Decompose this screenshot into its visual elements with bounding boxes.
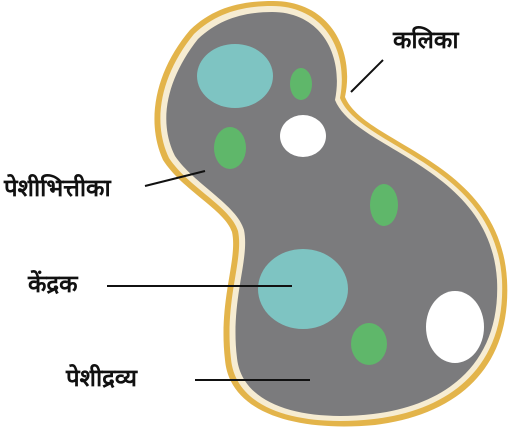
white-vacuole <box>280 115 326 157</box>
green-vacuole <box>370 184 398 226</box>
nucleus-label: केंद्रक <box>28 272 78 296</box>
green-vacuole <box>351 323 387 365</box>
green-vacuole <box>214 127 246 169</box>
nucleus <box>258 249 348 329</box>
cytoplasm-label: पेशीद्रव्य <box>66 366 137 390</box>
green-vacuole <box>290 68 312 100</box>
cell-wall-label: पेशीभित्तीका <box>4 176 111 200</box>
bud-nucleus <box>197 44 273 108</box>
white-vacuole <box>426 291 484 363</box>
bud-leader-line <box>351 60 383 92</box>
bud-label: कलिका <box>393 28 459 52</box>
